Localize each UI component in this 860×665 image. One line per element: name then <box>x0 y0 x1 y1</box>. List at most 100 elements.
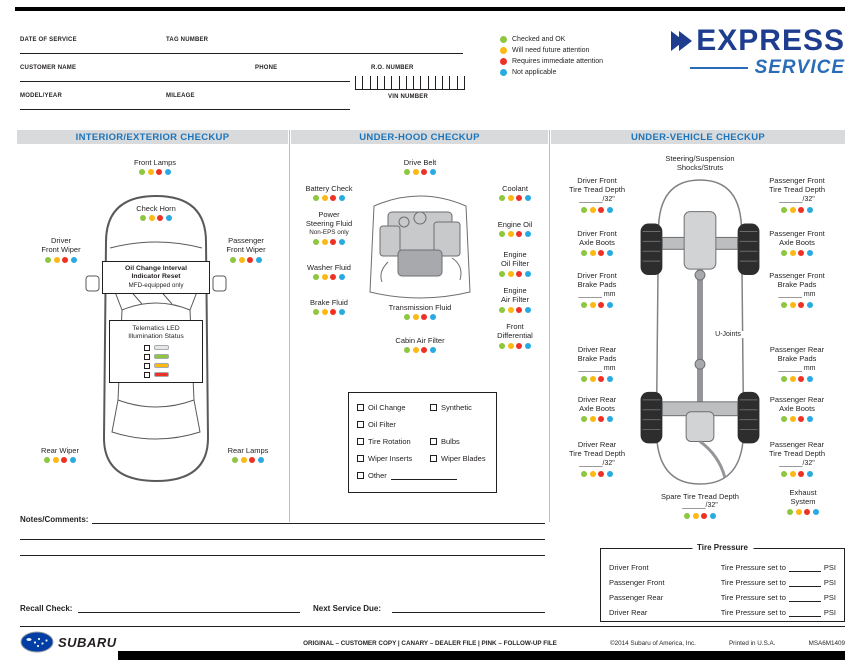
status-dot[interactable] <box>798 375 805 382</box>
status-dot[interactable] <box>589 470 596 477</box>
other-write-in-line[interactable] <box>390 472 457 480</box>
status-dot[interactable] <box>499 270 506 277</box>
service-checkbox[interactable] <box>357 438 364 445</box>
status-dot[interactable] <box>61 457 68 464</box>
status-dot[interactable] <box>789 249 796 256</box>
status-dot[interactable] <box>589 375 596 382</box>
service-checkbox[interactable] <box>357 421 364 428</box>
status-dot[interactable] <box>139 169 146 176</box>
status-dot[interactable] <box>798 470 805 477</box>
status-dot[interactable] <box>165 215 172 222</box>
model-mileage-write-line[interactable] <box>20 98 350 110</box>
telematics-checkbox[interactable] <box>143 353 150 360</box>
status-dot[interactable] <box>157 215 164 222</box>
date-tag-write-line[interactable] <box>20 42 463 54</box>
status-dot[interactable] <box>330 238 337 245</box>
service-checkbox[interactable] <box>357 404 364 411</box>
status-dot[interactable] <box>798 301 805 308</box>
status-dot[interactable] <box>598 206 605 213</box>
status-dot[interactable] <box>421 347 428 354</box>
status-dot[interactable] <box>524 306 531 313</box>
status-dot[interactable] <box>330 274 337 281</box>
status-dot[interactable] <box>806 249 813 256</box>
status-dot[interactable] <box>412 169 419 176</box>
status-dot[interactable] <box>321 274 328 281</box>
status-dot[interactable] <box>606 470 613 477</box>
status-dot[interactable] <box>806 301 813 308</box>
telematics-checkbox[interactable] <box>143 344 150 351</box>
status-dot[interactable] <box>412 347 419 354</box>
status-dot[interactable] <box>598 249 605 256</box>
status-dot[interactable] <box>412 314 419 321</box>
status-dot[interactable] <box>581 415 588 422</box>
status-dot[interactable] <box>589 206 596 213</box>
status-dot[interactable] <box>44 457 51 464</box>
status-dot[interactable] <box>338 309 345 316</box>
status-dot[interactable] <box>598 415 605 422</box>
status-dot[interactable] <box>804 508 811 515</box>
status-dot[interactable] <box>429 169 436 176</box>
status-dot[interactable] <box>812 508 819 515</box>
status-dot[interactable] <box>62 256 69 263</box>
status-dot[interactable] <box>321 195 328 202</box>
status-dot[interactable] <box>798 249 805 256</box>
status-dot[interactable] <box>598 470 605 477</box>
status-dot[interactable] <box>606 249 613 256</box>
status-dot[interactable] <box>404 314 411 321</box>
status-dot[interactable] <box>789 301 796 308</box>
service-checkbox[interactable] <box>357 472 364 479</box>
status-dot[interactable] <box>581 375 588 382</box>
status-dot[interactable] <box>238 256 245 263</box>
status-dot[interactable] <box>795 508 802 515</box>
psi-write-in-line[interactable] <box>788 579 821 587</box>
status-dot[interactable] <box>581 470 588 477</box>
vin-comb-field[interactable] <box>355 76 465 90</box>
status-dot[interactable] <box>313 195 320 202</box>
uv-write-in[interactable]: ______ mm <box>578 290 616 298</box>
status-dot[interactable] <box>789 375 796 382</box>
status-dot[interactable] <box>321 309 328 316</box>
telematics-checkbox[interactable] <box>143 362 150 369</box>
status-dot[interactable] <box>524 270 531 277</box>
status-dot[interactable] <box>684 513 691 520</box>
status-dot[interactable] <box>524 231 531 238</box>
status-dot[interactable] <box>781 470 788 477</box>
status-dot[interactable] <box>338 238 345 245</box>
status-dot[interactable] <box>516 195 523 202</box>
status-dot[interactable] <box>789 415 796 422</box>
status-dot[interactable] <box>798 415 805 422</box>
status-dot[interactable] <box>499 342 506 349</box>
status-dot[interactable] <box>52 457 59 464</box>
status-dot[interactable] <box>255 256 262 263</box>
status-dot[interactable] <box>313 309 320 316</box>
status-dot[interactable] <box>781 415 788 422</box>
status-dot[interactable] <box>789 470 796 477</box>
uv-write-in[interactable]: ______/32" <box>579 459 615 467</box>
status-dot[interactable] <box>421 314 428 321</box>
status-dot[interactable] <box>516 231 523 238</box>
telematics-checkbox[interactable] <box>143 371 150 378</box>
status-dot[interactable] <box>606 301 613 308</box>
status-dot[interactable] <box>806 415 813 422</box>
status-dot[interactable] <box>516 306 523 313</box>
status-dot[interactable] <box>507 195 514 202</box>
status-dot[interactable] <box>507 270 514 277</box>
status-dot[interactable] <box>53 256 60 263</box>
status-dot[interactable] <box>313 238 320 245</box>
status-dot[interactable] <box>789 206 796 213</box>
next-service-write-line[interactable] <box>392 601 545 613</box>
status-dot[interactable] <box>321 238 328 245</box>
status-dot[interactable] <box>164 169 171 176</box>
status-dot[interactable] <box>499 195 506 202</box>
status-dot[interactable] <box>421 169 428 176</box>
status-dot[interactable] <box>330 195 337 202</box>
status-dot[interactable] <box>606 375 613 382</box>
status-dot[interactable] <box>429 347 436 354</box>
status-dot[interactable] <box>581 206 588 213</box>
status-dot[interactable] <box>156 169 163 176</box>
status-dot[interactable] <box>429 314 436 321</box>
uv-write-in[interactable]: ______ mm <box>778 364 816 372</box>
status-dot[interactable] <box>338 274 345 281</box>
status-dot[interactable] <box>147 169 154 176</box>
status-dot[interactable] <box>507 342 514 349</box>
